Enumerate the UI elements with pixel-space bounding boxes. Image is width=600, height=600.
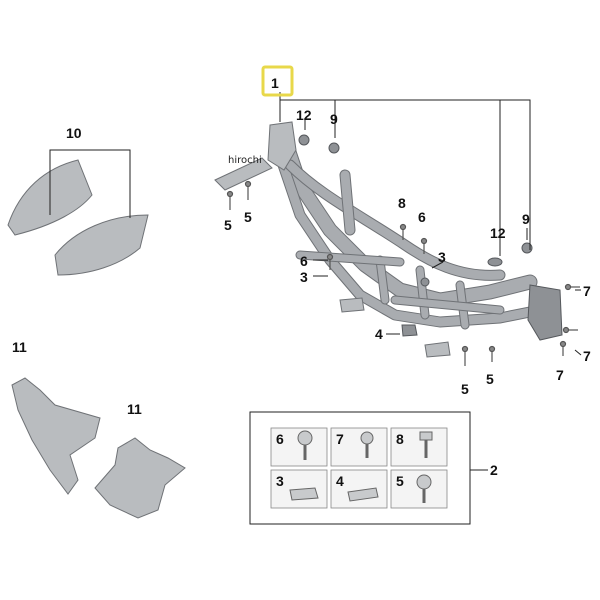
frame-illustration — [214, 121, 563, 358]
callout-12-rear: 12 — [490, 225, 506, 241]
side-panels-illustration — [7, 159, 149, 276]
callout-6-a: 6 — [418, 209, 426, 225]
kit-cell-5: 5 — [390, 469, 448, 509]
callout-1: 1 — [271, 75, 279, 91]
callout-5-c: 5 — [461, 381, 469, 397]
svg-text:5: 5 — [396, 473, 404, 489]
callout-1-highlight — [261, 65, 294, 97]
callout-10: 10 — [66, 125, 82, 141]
callout-6-b: 6 — [300, 253, 308, 269]
svg-text:7: 7 — [336, 431, 344, 447]
callout-5-d: 5 — [486, 371, 494, 387]
callout-7-a: 7 — [583, 283, 591, 299]
brackets-illustration — [11, 377, 186, 519]
screw-icons — [226, 180, 580, 366]
kit-cell-4: 4 — [330, 469, 388, 509]
kit-cell-6: 6 — [270, 427, 328, 467]
callout-5-b: 5 — [244, 209, 252, 225]
callout-11-b: 11 — [127, 401, 142, 417]
callout-7-c: 7 — [556, 367, 564, 383]
callout-8: 8 — [398, 195, 406, 211]
svg-text:3: 3 — [276, 473, 284, 489]
kit-cell-7: 7 — [330, 427, 388, 467]
svg-text:6: 6 — [276, 431, 284, 447]
callout-labels: 1 12 9 10 5 5 8 6 3 6 3 12 9 7 7 7 4 5 5… — [12, 65, 591, 478]
svg-text:8: 8 — [396, 431, 404, 447]
svg-text:4: 4 — [336, 473, 344, 489]
callout-2: 2 — [490, 462, 498, 478]
callout-9-top: 9 — [330, 111, 338, 127]
hardware-kit-box: 6 7 8 3 4 5 — [249, 411, 471, 525]
kit-cell-3: 3 — [270, 469, 328, 509]
callout-12-top: 12 — [296, 107, 312, 123]
callout-4: 4 — [375, 326, 383, 342]
callout-5-a: 5 — [224, 217, 232, 233]
frame-hardware — [328, 142, 533, 337]
callout-3-b: 3 — [300, 269, 308, 285]
callout-9-rear: 9 — [522, 211, 530, 227]
leader-lines — [49, 92, 582, 471]
callout-7-b: 7 — [583, 348, 591, 364]
callout-11-a: 11 — [12, 339, 27, 355]
callout-3-a: 3 — [438, 249, 446, 265]
kit-cell-8: 8 — [390, 427, 448, 467]
watermark-text: hirochi — [228, 155, 262, 166]
